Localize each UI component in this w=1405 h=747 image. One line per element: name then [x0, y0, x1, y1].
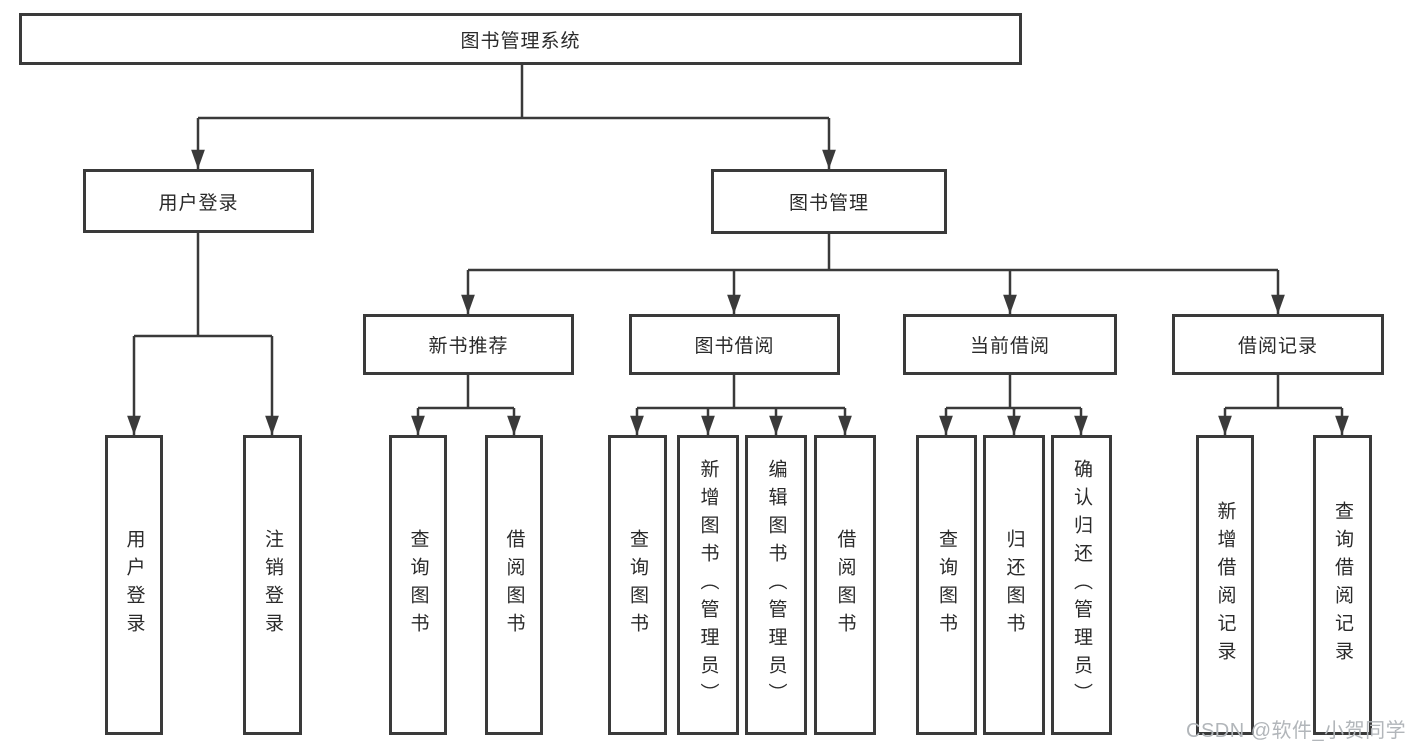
leaf-logout: 注销登录	[243, 435, 302, 735]
node-borrow-records-label: 借阅记录	[1237, 336, 1318, 357]
leaf-user-login-label: 用户登录	[123, 529, 145, 641]
leaf-borrow-books: 借阅图书	[814, 435, 876, 735]
leaf-add-borrow-record: 新增借阅记录	[1196, 435, 1254, 735]
node-book-borrow-label: 图书借阅	[694, 336, 775, 357]
leaf-recommend-query-books-label: 查询图书	[407, 529, 429, 641]
leaf-borrow-books-label: 借阅图书	[834, 529, 856, 641]
leaf-current-query-books-label: 查询图书	[936, 529, 957, 641]
node-new-book-recommend: 新书推荐	[363, 314, 574, 375]
leaf-edit-books-admin: 编辑图书（管理员）	[745, 435, 807, 735]
leaf-add-borrow-record-label: 新增借阅记录	[1214, 501, 1236, 669]
leaf-add-books-admin: 新增图书（管理员）	[677, 435, 739, 735]
node-user-login: 用户登录	[83, 169, 314, 233]
leaf-confirm-return-admin: 确认归还（管理员）	[1051, 435, 1112, 735]
node-library-system-label: 图书管理系统	[460, 30, 581, 52]
csdn-watermark: CSDN @软件_小贺同学	[1186, 720, 1405, 742]
leaf-recommend-borrow-books: 借阅图书	[485, 435, 543, 735]
leaf-current-query-books: 查询图书	[916, 435, 977, 735]
node-book-borrow: 图书借阅	[629, 314, 840, 375]
leaf-logout-label: 注销登录	[262, 529, 283, 641]
leaf-borrow-query-books-label: 查询图书	[627, 529, 648, 641]
node-new-book-recommend-label: 新书推荐	[428, 336, 509, 357]
node-book-management: 图书管理	[711, 169, 947, 234]
leaf-recommend-query-books: 查询图书	[389, 435, 447, 735]
leaf-borrow-query-books: 查询图书	[608, 435, 667, 735]
node-borrow-records: 借阅记录	[1172, 314, 1384, 375]
leaf-edit-books-admin-label: 编辑图书（管理员）	[765, 459, 787, 711]
leaf-user-login: 用户登录	[105, 435, 163, 735]
node-current-borrow-label: 当前借阅	[969, 336, 1050, 357]
leaf-recommend-borrow-books-label: 借阅图书	[503, 529, 525, 641]
leaf-query-borrow-record: 查询借阅记录	[1313, 435, 1372, 735]
node-user-login-label: 用户登录	[158, 192, 239, 214]
leaf-return-books: 归还图书	[983, 435, 1045, 735]
node-library-system: 图书管理系统	[19, 13, 1022, 65]
leaf-add-books-admin-label: 新增图书（管理员）	[697, 459, 719, 711]
leaf-confirm-return-admin-label: 确认归还（管理员）	[1071, 459, 1092, 711]
node-book-management-label: 图书管理	[788, 193, 869, 214]
leaf-return-books-label: 归还图书	[1003, 529, 1025, 641]
leaf-query-borrow-record-label: 查询借阅记录	[1332, 501, 1353, 669]
node-current-borrow: 当前借阅	[903, 314, 1117, 375]
